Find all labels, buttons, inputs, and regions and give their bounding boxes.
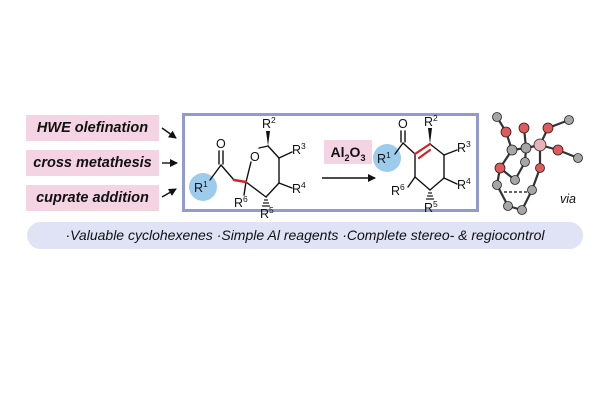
arrow-hwe <box>161 127 177 139</box>
r1-highlight-circle <box>373 144 401 172</box>
product-structure: O R1 R2 R3 R4 R5 R6 <box>373 113 471 215</box>
product-r5: R5 <box>424 199 438 215</box>
arrow-cuprate <box>161 188 177 198</box>
product-r2: R2 <box>424 113 438 129</box>
method-hwe-olefination: HWE olefination <box>26 115 159 141</box>
substrate-r5: R5 <box>260 205 274 221</box>
substrate-carbonyl-o: O <box>216 137 226 151</box>
substrate-ring-o: O <box>250 150 260 164</box>
via-label: via <box>560 192 576 206</box>
product-r1: R1 <box>377 150 391 166</box>
transition-state-model <box>492 112 583 215</box>
substrate-r6: R6 <box>234 194 248 210</box>
substrate-r1: R1 <box>194 179 208 195</box>
method-cuprate-addition: cuprate addition <box>26 185 159 211</box>
product-r4: R4 <box>457 176 471 192</box>
product-r3: R3 <box>457 139 471 155</box>
product-carbonyl-o: O <box>398 117 408 131</box>
substrate-structure: O O R1 R2 R3 R4 R5 R6 <box>189 115 306 221</box>
method-arrows <box>161 127 178 198</box>
substrate-r4: R4 <box>292 180 306 196</box>
product-r6: R6 <box>391 182 405 198</box>
substrate-r2: R2 <box>262 115 276 131</box>
method-cross-metathesis: cross metathesis <box>26 150 159 176</box>
features-bar: ·Valuable cyclohexenes ·Simple Al reagen… <box>27 222 583 249</box>
reagent-label: Al2O3 <box>324 140 372 164</box>
substrate-r3: R3 <box>292 141 306 157</box>
